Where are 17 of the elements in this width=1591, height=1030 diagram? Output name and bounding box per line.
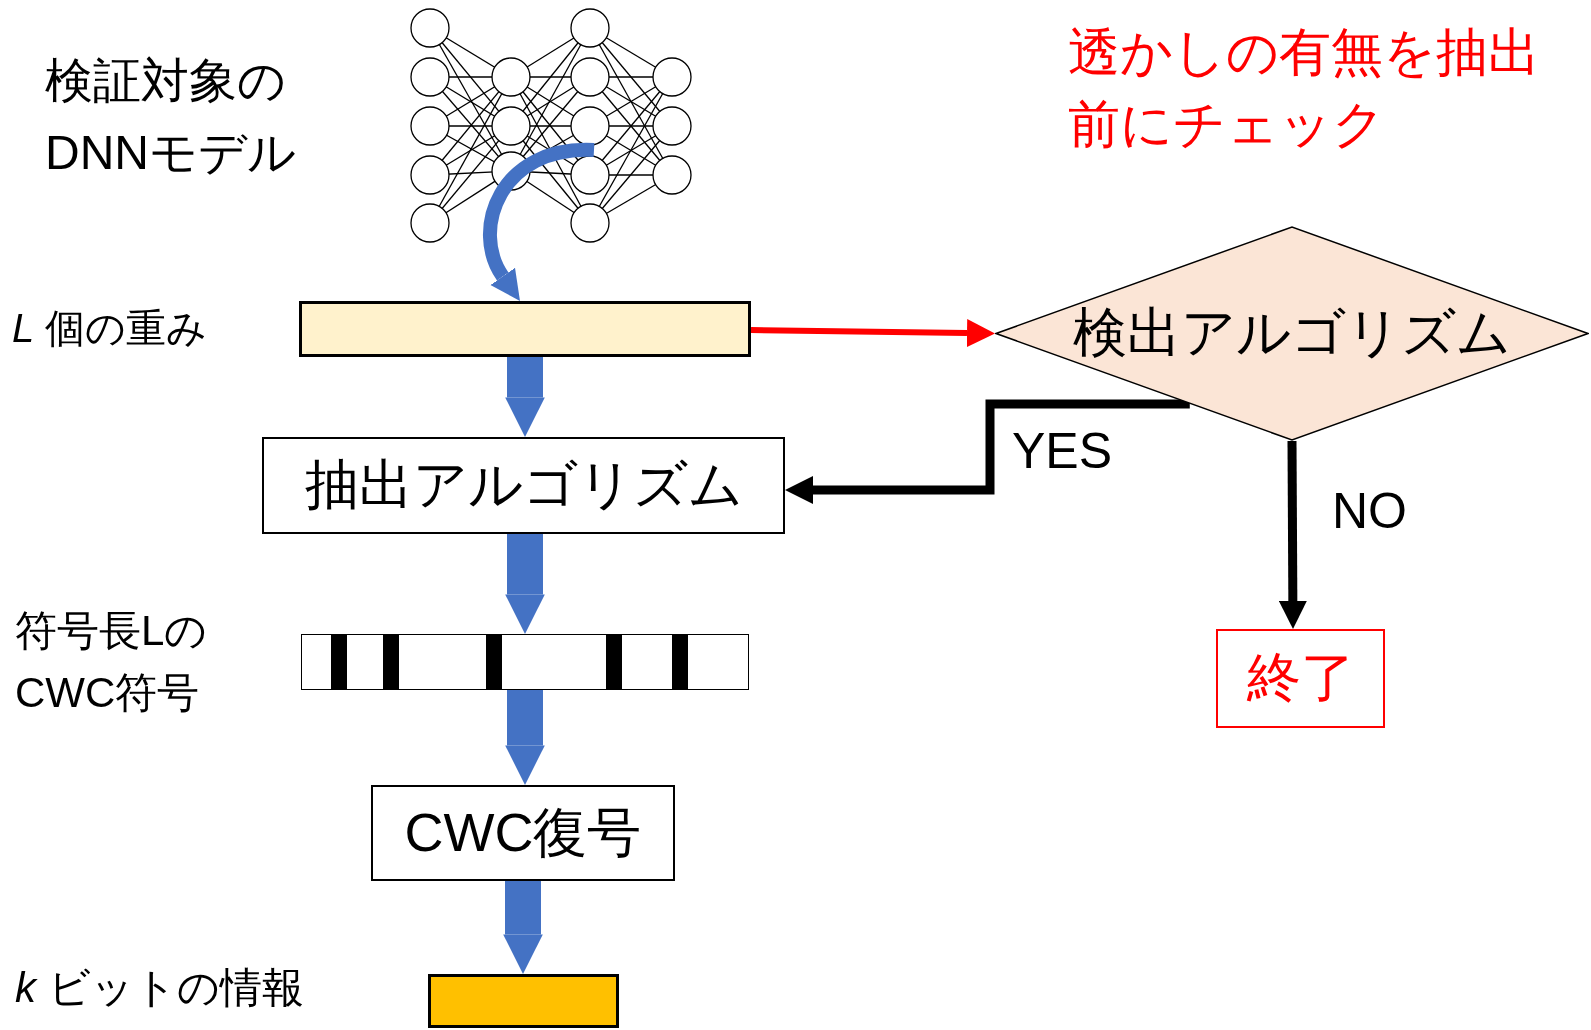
node-caption: k ビットの情報 [15, 963, 305, 1013]
arrow [1278, 440, 1307, 629]
node-caption: 検証対象のDNNモデル [45, 53, 297, 181]
note-text: 透かしの有無を抽出前にチェック [1068, 22, 1541, 155]
node-caption: 符号長LのCWC符号 [15, 606, 209, 718]
arrow [785, 399, 1190, 504]
arrow [503, 881, 543, 974]
arrow [505, 357, 545, 437]
process-box: 抽出アルゴリズム [262, 437, 785, 534]
arrow [505, 690, 545, 785]
arrow [750, 319, 995, 348]
process-box: CWC復号 [371, 785, 675, 881]
diamond-label: 検出アルゴリズム [1073, 301, 1511, 364]
arrow [505, 534, 545, 634]
node-caption: L 個の重み [12, 305, 209, 352]
arrow [483, 143, 595, 303]
process-box: 終了 [1216, 629, 1385, 728]
